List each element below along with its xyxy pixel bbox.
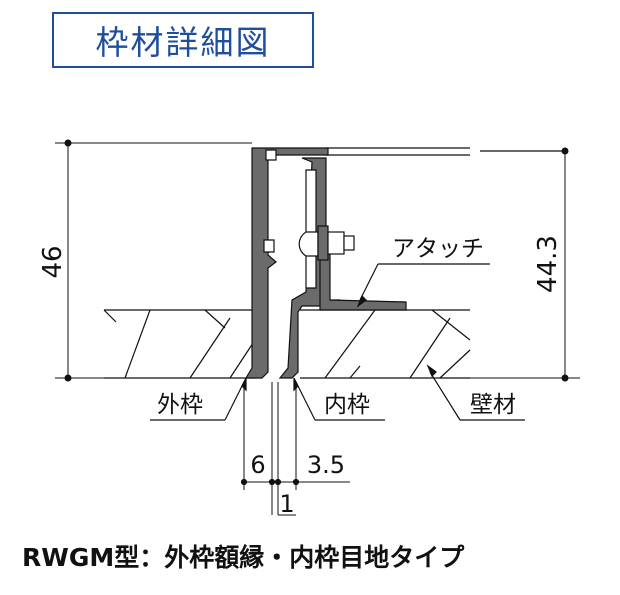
attachment-label: アタッチ <box>392 236 484 262</box>
panel-lines <box>325 147 565 156</box>
attachment-leader <box>356 263 490 308</box>
bolt-icon <box>298 225 355 261</box>
dim-44-3-label: 44.3 <box>533 235 563 293</box>
wall-material-leader <box>426 364 525 421</box>
inner-frame-label: 内枠 <box>324 392 370 418</box>
dim-1-label: 1 <box>279 490 294 518</box>
drawing-caption: RWGM型：外枠額縁・内枠目地タイプ <box>22 543 465 572</box>
dimension-total-height <box>55 139 252 382</box>
outer-frame-profile <box>244 147 329 379</box>
dim-6-label: 6 <box>250 451 265 479</box>
inner-frame-profile <box>278 157 341 379</box>
title-box: 枠材詳細図 <box>52 12 314 68</box>
dimension-inner-height <box>470 147 580 382</box>
dim-46-label: 46 <box>38 245 68 278</box>
wall-material <box>103 309 471 379</box>
inner-frame-leader <box>293 377 385 421</box>
drawing-title: 枠材詳細図 <box>95 23 271 62</box>
outer-frame-label: 外枠 <box>157 392 203 418</box>
bottom-dimensions <box>240 382 350 516</box>
wall-material-label: 壁材 <box>470 392 516 418</box>
dim-3-5-label: 3.5 <box>307 451 345 479</box>
